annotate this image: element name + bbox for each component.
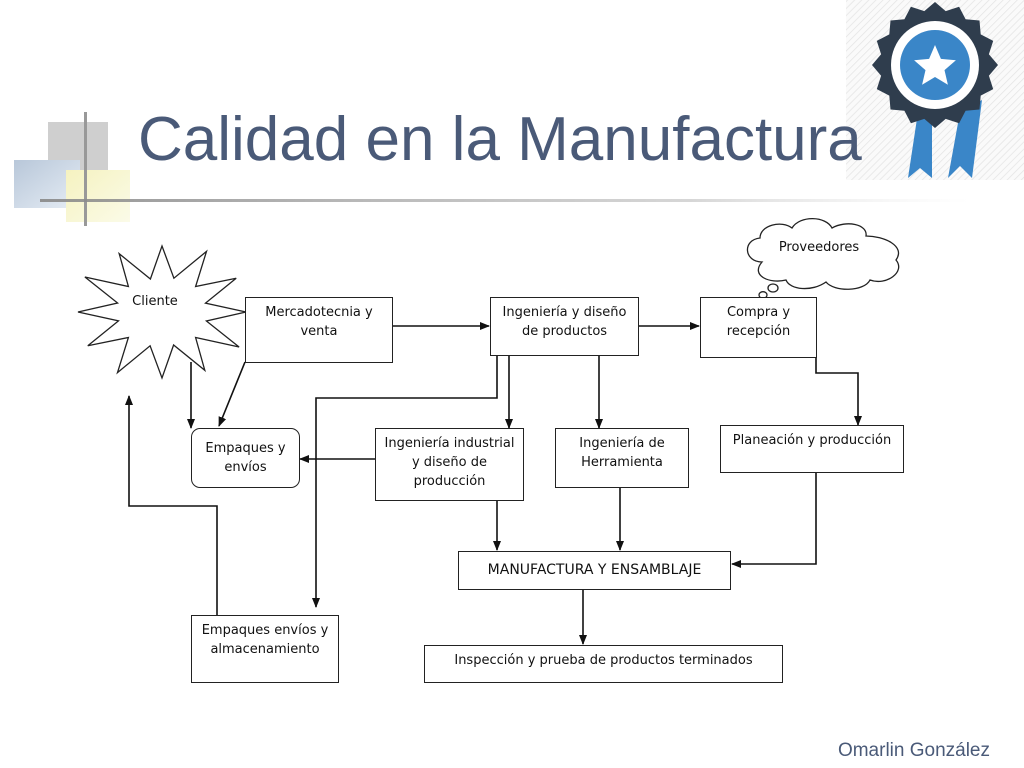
award-ribbon-icon bbox=[846, 0, 1024, 180]
manufactura-box: MANUFACTURA Y ENSAMBLAJE bbox=[458, 551, 731, 590]
inspeccion-box: Inspección y prueba de productos termina… bbox=[424, 645, 783, 683]
cliente-burst-shape bbox=[77, 244, 247, 380]
planeacion-box: Planeación y producción bbox=[720, 425, 904, 473]
cliente-label: Cliente bbox=[132, 294, 178, 309]
author-name: Omarlin González bbox=[837, 740, 990, 761]
proveedores-cloud-shape bbox=[746, 217, 900, 303]
proveedores-label: Proveedores bbox=[778, 240, 860, 255]
slide-title: Calidad en la Manufactura bbox=[138, 105, 862, 174]
